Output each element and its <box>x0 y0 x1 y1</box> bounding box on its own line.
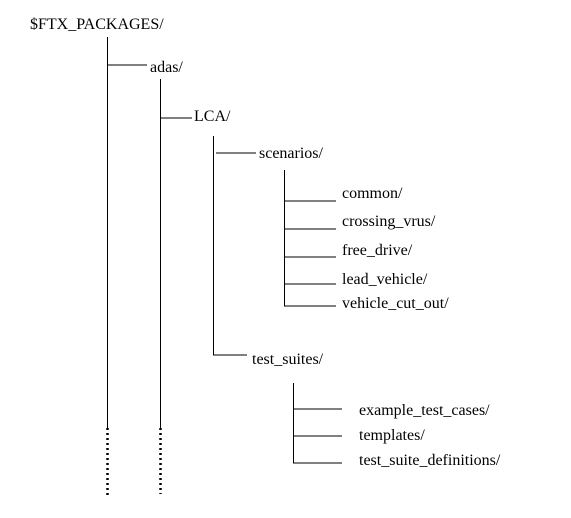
node-adas: adas/ <box>150 59 183 76</box>
node-test-suites: test_suites/ <box>252 351 324 368</box>
node-vehicle-cut-out: vehicle_cut_out/ <box>342 295 449 312</box>
node-example-test-cases: example_test_cases/ <box>359 402 490 419</box>
node-scenarios: scenarios/ <box>259 145 323 162</box>
node-templates: templates/ <box>359 427 425 444</box>
node-test-suite-definitions: test_suite_definitions/ <box>359 452 501 469</box>
node-crossing-vrus: crossing_vrus/ <box>342 213 436 230</box>
node-root: $FTX_PACKAGES/ <box>30 16 164 33</box>
node-lead-vehicle: lead_vehicle/ <box>342 271 428 288</box>
node-common: common/ <box>342 185 403 202</box>
node-lca: LCA/ <box>194 108 231 125</box>
node-free-drive: free_drive/ <box>342 242 413 259</box>
